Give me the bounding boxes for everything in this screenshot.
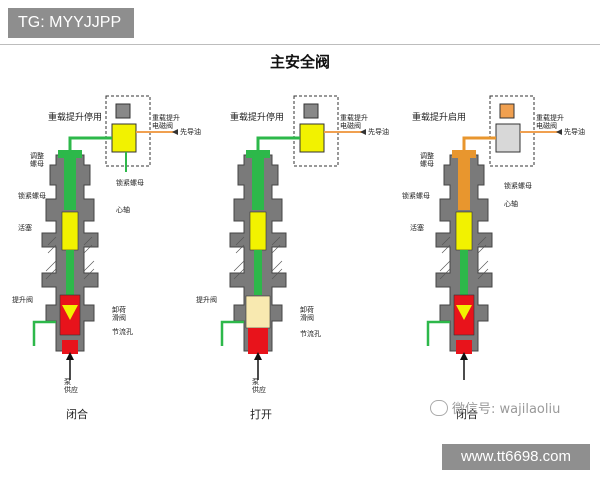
svg-text:重载提升电磁阀: 重载提升电磁阀	[340, 113, 368, 130]
watermark: 微信号: wajilaoliu	[430, 398, 560, 417]
header-divider	[0, 44, 600, 45]
svg-text:重载提升启用: 重载提升启用	[412, 111, 466, 123]
svg-text:泵供应: 泵供应	[64, 378, 78, 394]
svg-text:调整螺母: 调整螺母	[420, 151, 434, 168]
solenoid-coil	[115, 103, 131, 119]
svg-text:闭合: 闭合	[456, 407, 478, 421]
svg-text:卸荷滑阀: 卸荷滑阀	[300, 305, 314, 322]
panel-open-middle: 重载提升停用 重载提升电磁阀 先导油 提升阀 卸荷滑阀 节流孔 泵供应 打开	[196, 95, 389, 421]
svg-text:打开: 打开	[250, 407, 272, 421]
svg-text:心轴: 心轴	[504, 199, 518, 208]
svg-text:重载提升电磁阀: 重载提升电磁阀	[536, 113, 564, 130]
svg-text:节流孔: 节流孔	[300, 329, 321, 338]
solenoid-valve	[111, 123, 137, 153]
svg-text:先导油: 先导油	[368, 127, 389, 136]
svg-text:锁紧螺母: 锁紧螺母	[18, 191, 46, 200]
state-label: 重载提升停用	[230, 111, 284, 123]
svg-text:先导油: 先导油	[564, 127, 585, 136]
svg-text:泵供应: 泵供应	[252, 378, 266, 394]
svg-text:提升阀: 提升阀	[196, 295, 217, 304]
svg-text:锁紧螺母: 锁紧螺母	[402, 191, 430, 200]
footer-url: www.tt6698.com	[442, 444, 590, 470]
svg-text:活塞: 活塞	[410, 223, 424, 232]
panel-closed-left: 重载提升停用 重载提升电磁阀 先导油 调整螺母 锁紧螺母 心轴 锁紧螺母 活塞 …	[12, 95, 201, 421]
caption: 闭合	[66, 407, 88, 421]
panel-closed-right: 重载提升启用 重载提升电磁阀 先导油 调整螺母 锁紧螺母 心轴 锁紧螺母 活塞 …	[402, 95, 585, 421]
svg-text:活塞: 活塞	[18, 223, 32, 232]
wechat-icon	[430, 400, 448, 416]
svg-text:提升阀: 提升阀	[12, 295, 33, 304]
solenoid-box	[105, 95, 151, 167]
svg-text:调整螺母: 调整螺母	[30, 151, 44, 168]
svg-text:锁紧螺母: 锁紧螺母	[116, 178, 144, 187]
pilot-label: 先导油	[180, 127, 201, 136]
svg-text:卸荷滑阀: 卸荷滑阀	[112, 305, 126, 322]
tg-badge: TG: MYYJJPP	[8, 8, 134, 38]
solenoid-label: 重载提升电磁阀	[152, 113, 180, 130]
svg-text:节流孔: 节流孔	[112, 327, 133, 336]
svg-text:心轴: 心轴	[116, 205, 130, 214]
state-label: 重载提升停用	[48, 111, 102, 123]
svg-text:锁紧螺母: 锁紧螺母	[504, 181, 532, 190]
diagram-title: 主安全阀	[269, 53, 330, 71]
